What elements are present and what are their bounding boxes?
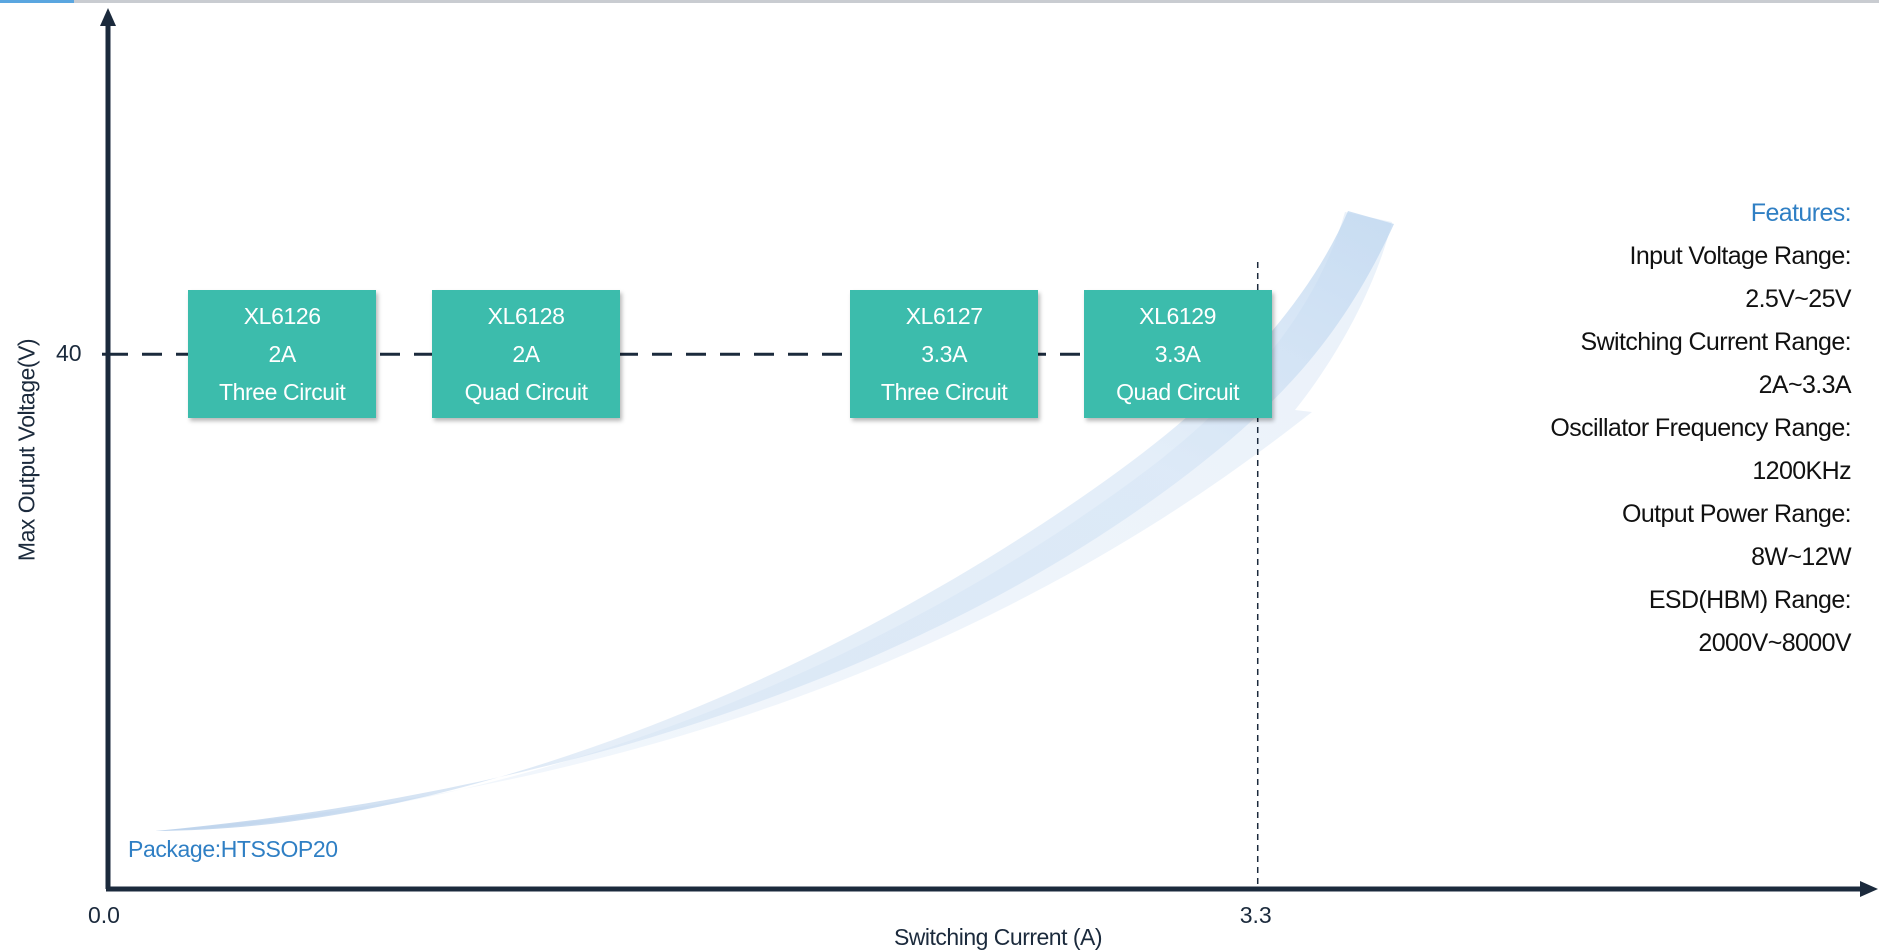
y-axis-title: Max Output Voltage(V) — [13, 338, 40, 562]
top-rule-accent — [0, 0, 74, 3]
x-axis-title: Switching Current (A) — [893, 924, 1103, 950]
chip-part-number: XL6127 — [905, 303, 983, 330]
top-rule — [0, 0, 1879, 3]
chip-current: 3.3A — [921, 341, 968, 368]
feature-line: Input Voltage Range: — [1629, 242, 1851, 270]
chip-part-number: XL6128 — [487, 303, 565, 330]
features-panel: Features: Input Voltage Range: 2.5V~25V … — [1550, 192, 1851, 665]
feature-line: Oscillator Frequency Range: — [1550, 414, 1851, 442]
product-chip-xl6128: XL6128 2A Quad Circuit — [432, 290, 621, 419]
chip-part-number: XL6129 — [1139, 303, 1217, 330]
chip-current: 2A — [268, 341, 297, 368]
feature-line: ESD(HBM) Range: — [1648, 586, 1852, 614]
chip-circuit: Quad Circuit — [1116, 379, 1240, 406]
feature-line: 2A~3.3A — [1758, 371, 1852, 399]
chip-part-number: XL6126 — [243, 303, 321, 330]
x-tick-label-3-3: 3.3 — [1239, 902, 1272, 928]
chip-circuit: Quad Circuit — [464, 379, 588, 406]
y-axis-arrow — [100, 8, 116, 26]
feature-line: 2000V~8000V — [1698, 629, 1851, 657]
x-axis-arrow — [1860, 881, 1878, 897]
feature-line: Output Power Range: — [1621, 500, 1852, 528]
features-heading: Features: — [1750, 199, 1852, 227]
product-chip-xl6126: XL6126 2A Three Circuit — [188, 290, 377, 419]
chip-circuit: Three Circuit — [880, 379, 1008, 406]
chip-current: 3.3A — [1154, 341, 1201, 368]
product-chip-xl6127: XL6127 3.3A Three Circuit — [850, 290, 1039, 419]
product-chip-xl6129: XL6129 3.3A Quad Circuit — [1083, 290, 1272, 419]
y-tick-label-40: 40 — [56, 340, 82, 367]
feature-line: 8W~12W — [1751, 543, 1852, 571]
x-tick-label-0: 0.0 — [88, 902, 120, 928]
feature-line: Switching Current Range: — [1580, 328, 1852, 356]
chip-current: 2A — [512, 341, 540, 368]
package-annotation: Package:HTSSOP20 — [128, 836, 338, 862]
feature-line: 1200KHz — [1752, 457, 1851, 485]
feature-line: 2.5V~25V — [1745, 285, 1851, 313]
trend-swoosh-back — [155, 212, 1392, 831]
chip-circuit: Three Circuit — [218, 379, 346, 406]
